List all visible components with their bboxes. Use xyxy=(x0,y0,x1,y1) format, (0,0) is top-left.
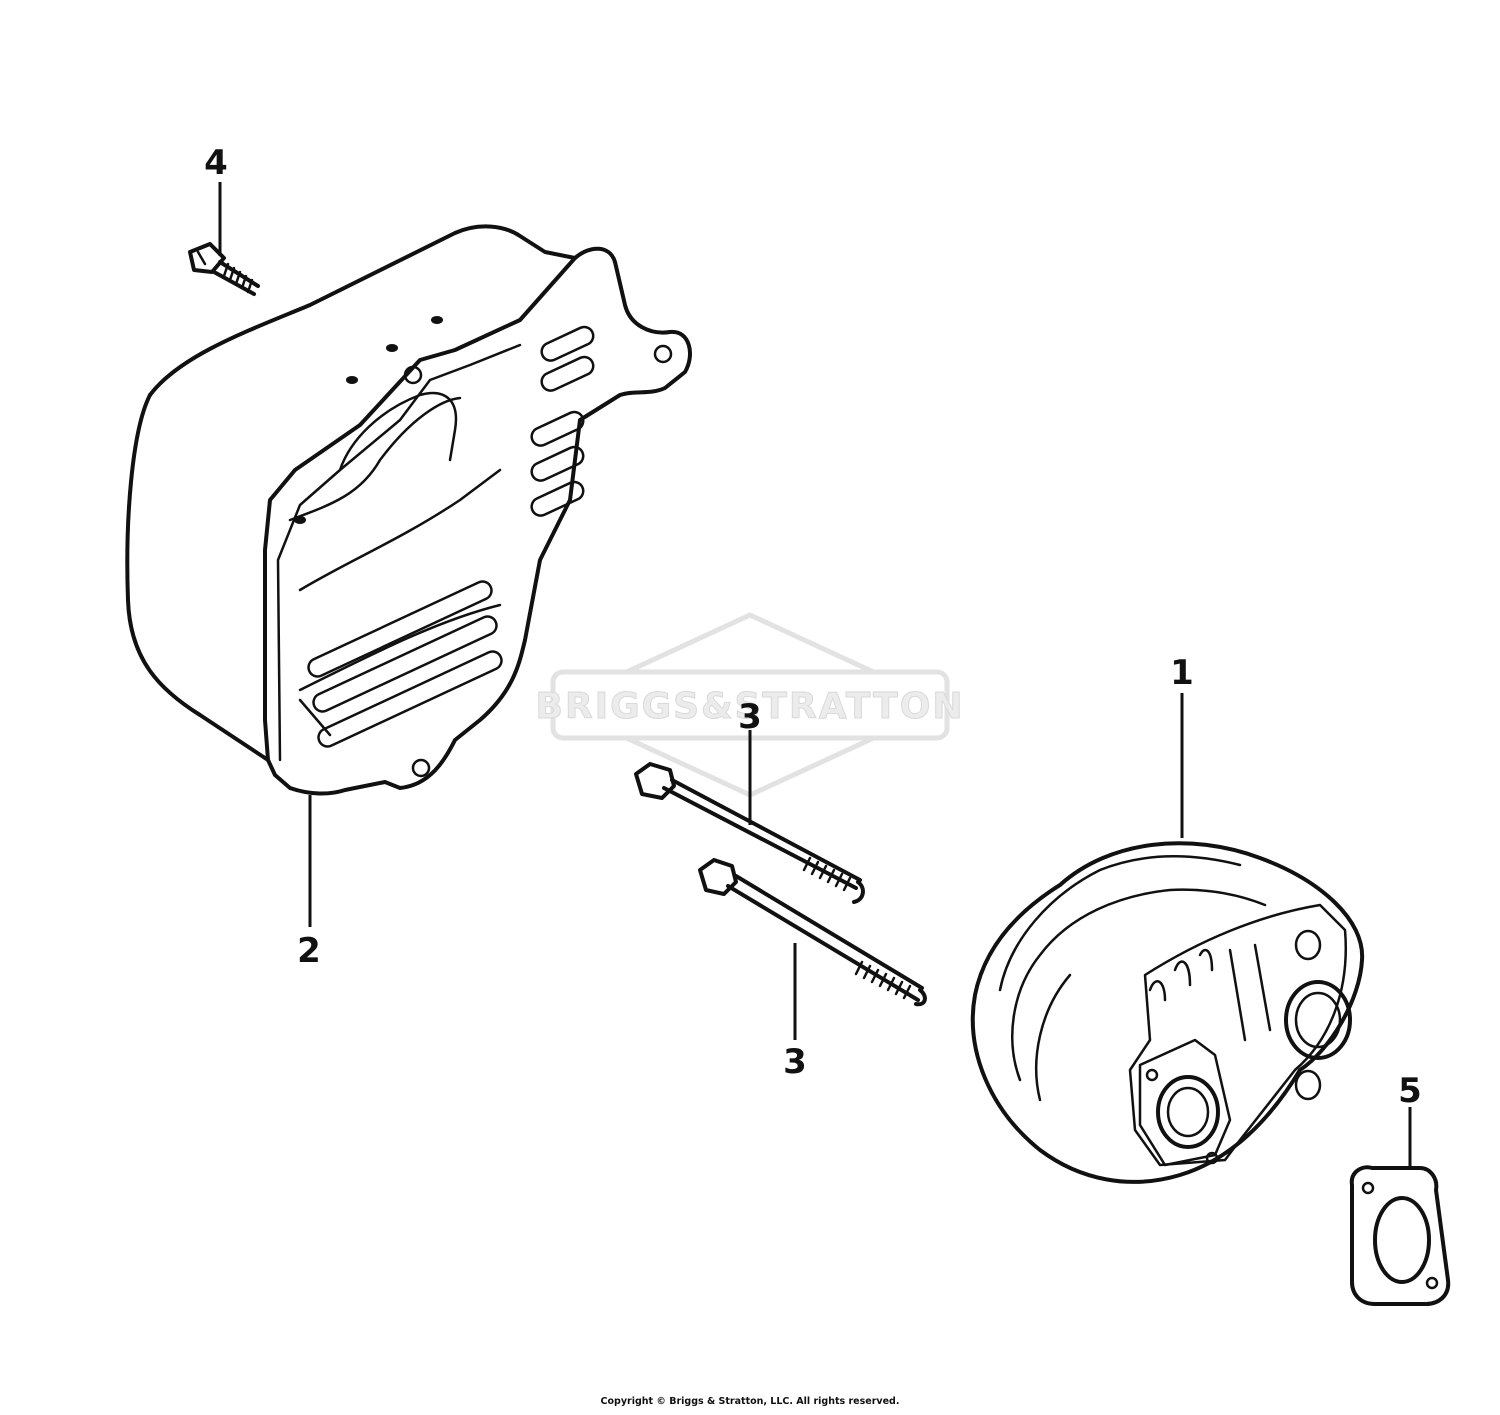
callout-2: 2 xyxy=(297,931,321,971)
callout-3-lower: 3 xyxy=(783,1042,807,1082)
guard-slots xyxy=(307,325,595,748)
gasket-part xyxy=(1349,1165,1451,1306)
callout-5: 5 xyxy=(1398,1071,1422,1111)
bolt-lower-part xyxy=(698,858,927,1007)
bolt-upper-part xyxy=(634,762,865,904)
watermark-text: BRIGGS&STRATTON xyxy=(536,686,965,727)
muffler-guard-part xyxy=(125,224,692,796)
brand-watermark-logo: BRIGGS&STRATTON xyxy=(535,612,965,798)
callout-4: 4 xyxy=(204,143,228,183)
copyright-footer: Copyright © Briggs & Stratton, LLC. All … xyxy=(600,1396,900,1407)
screw-part xyxy=(188,242,260,296)
callout-1: 1 xyxy=(1170,653,1194,693)
callout-3-upper: 3 xyxy=(738,697,762,737)
muffler-part xyxy=(970,841,1365,1184)
leader-lines xyxy=(218,182,1412,1168)
